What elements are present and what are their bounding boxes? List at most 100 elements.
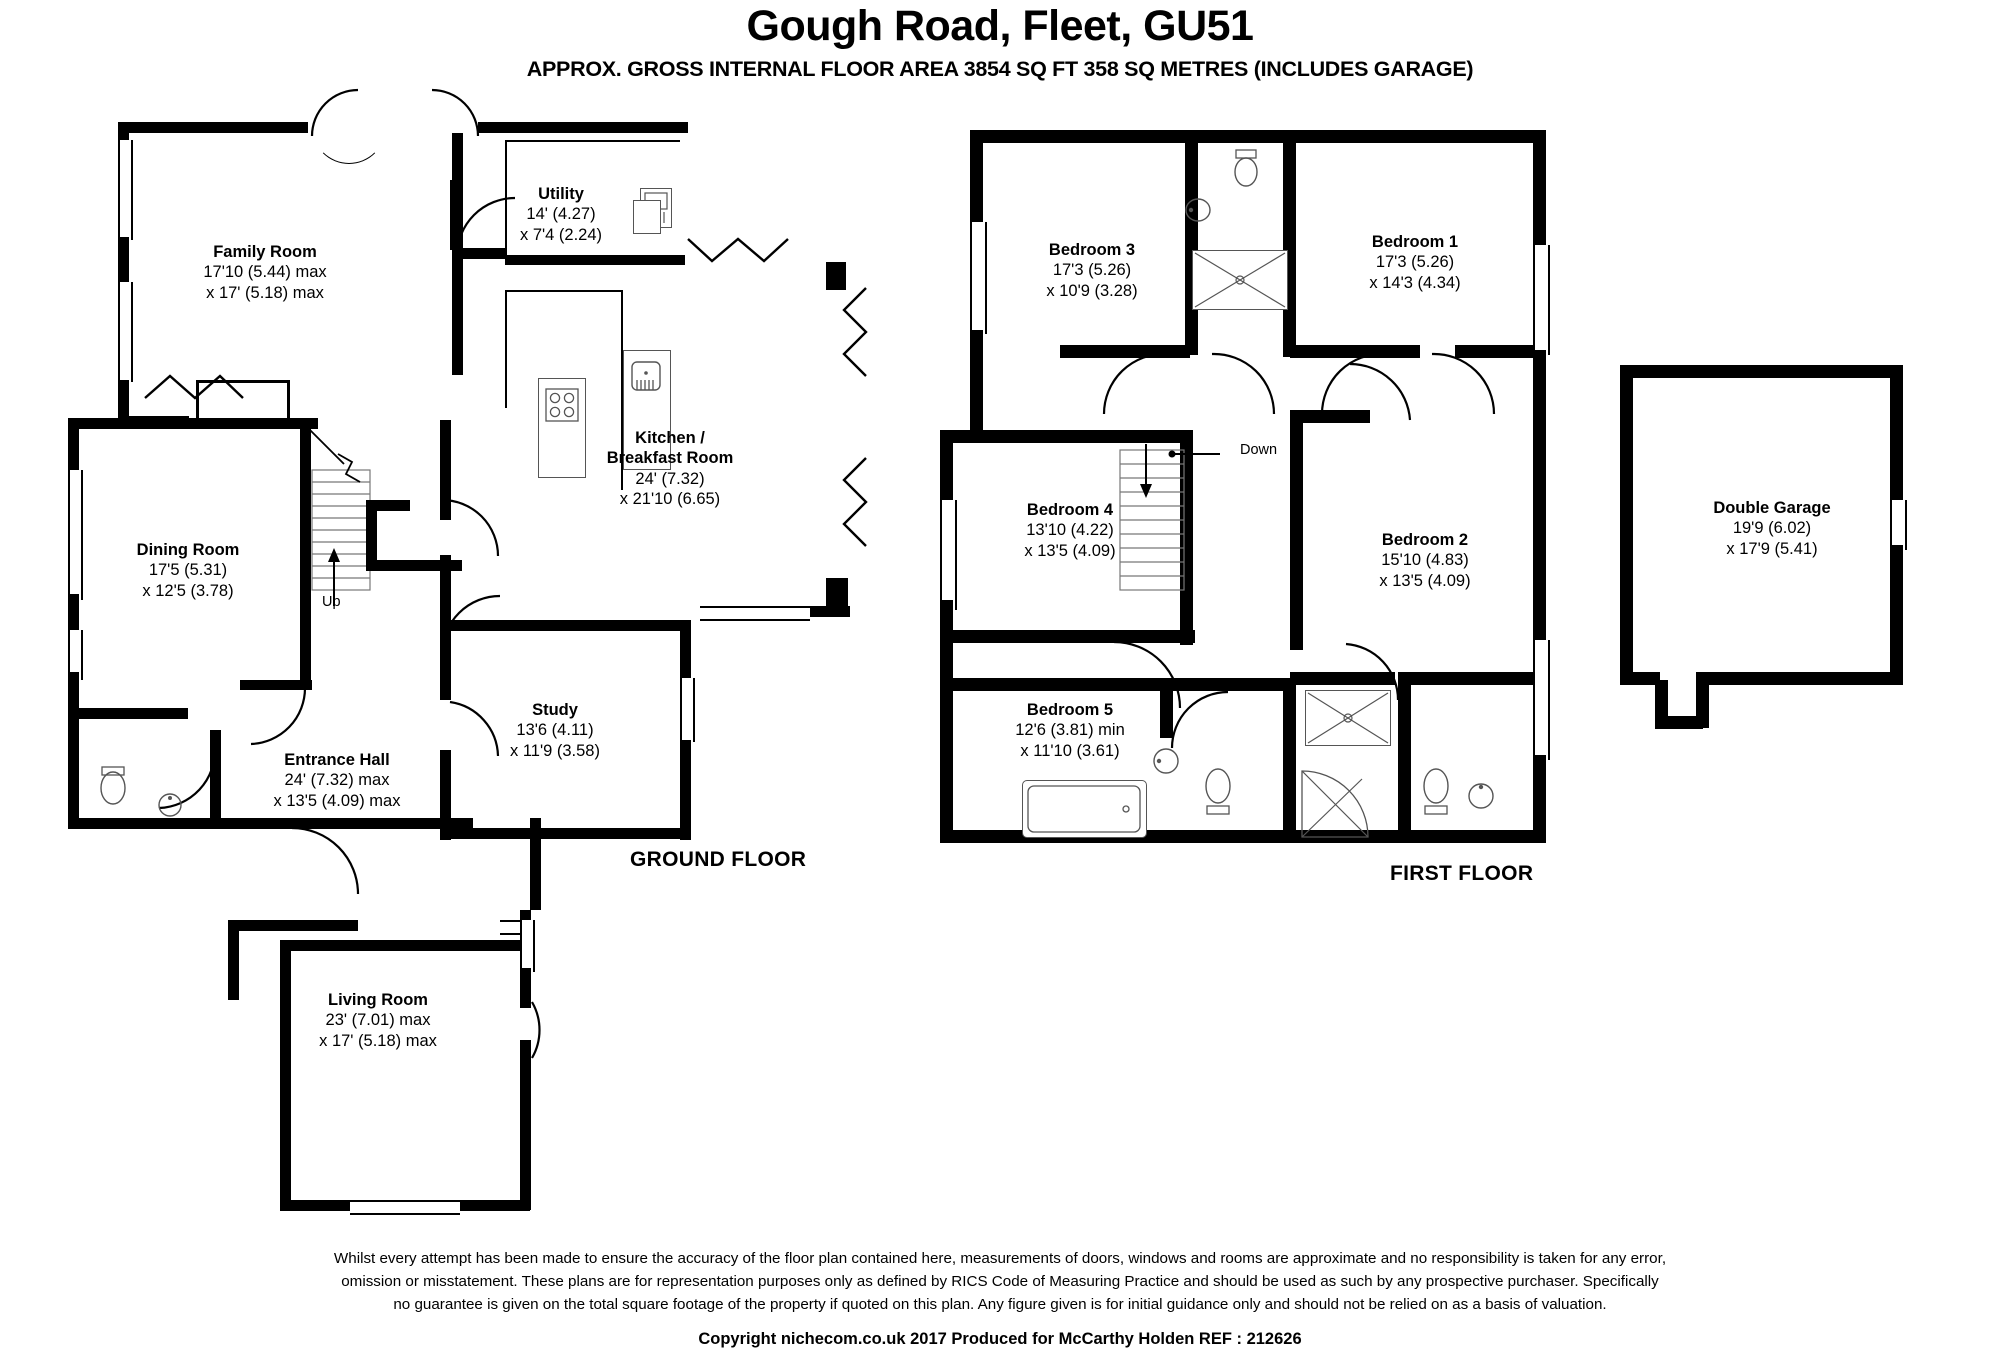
- basin-icon: [1153, 748, 1179, 774]
- room-label-study: Study 13'6 (4.11) x 11'9 (3.58): [510, 701, 600, 760]
- wall: [118, 380, 129, 420]
- wall: [1185, 130, 1545, 143]
- disclaimer-line-1: Whilst every attempt has been made to en…: [333, 1250, 1667, 1267]
- wall: [1290, 672, 1395, 685]
- wall: [520, 968, 531, 1008]
- room-label-bedroom-1: Bedroom 1 17'3 (5.26) x 14'3 (4.34): [1369, 233, 1461, 292]
- wall: [240, 680, 312, 690]
- door-arc: [1345, 642, 1400, 701]
- room-label-bedroom-4: Bedroom 4 13'10 (4.22) x 13'5 (4.09): [1024, 501, 1116, 560]
- door-arc: [312, 90, 386, 164]
- wall: [1890, 545, 1903, 685]
- window: [118, 282, 133, 382]
- wall: [280, 940, 291, 1210]
- bay-window: [842, 287, 868, 377]
- wall: [520, 1040, 531, 1210]
- wall: [505, 290, 623, 293]
- bay-window: [842, 457, 868, 547]
- window: [940, 500, 957, 610]
- door-arc: [449, 700, 500, 757]
- ground-floor-label: GROUND FLOOR: [630, 848, 807, 871]
- window: [118, 140, 133, 240]
- room-label-family-room: Family Room 17'10 (5.44) max x 17' (5.18…: [203, 243, 327, 302]
- bathtub-icon: [1027, 785, 1141, 833]
- wall: [440, 620, 680, 631]
- wall: [1398, 672, 1411, 842]
- room-label-double-garage: Double Garage 19'9 (6.02) x 17'9 (5.41): [1713, 499, 1831, 558]
- wall: [1160, 678, 1173, 738]
- door-arc: [158, 747, 217, 810]
- wall: [1620, 365, 1890, 378]
- wall: [68, 594, 79, 634]
- wall: [1320, 830, 1535, 843]
- door-arc: [250, 687, 307, 746]
- disclaimer: Whilst every attempt has been made to en…: [0, 1248, 2000, 1316]
- wall: [953, 678, 1168, 691]
- door-arc: [1102, 352, 1167, 415]
- room-label-bedroom-3: Bedroom 3 17'3 (5.26) x 10'9 (3.28): [1046, 241, 1138, 300]
- wall: [366, 500, 410, 511]
- disclaimer-line-3: no guarantee is given on the total squar…: [393, 1295, 1607, 1313]
- wall: [1185, 830, 1335, 843]
- wall: [68, 708, 79, 826]
- door-arc: [531, 1001, 541, 1059]
- wall: [680, 740, 691, 840]
- bay-window: [144, 374, 244, 400]
- wall: [478, 122, 688, 133]
- wall: [1620, 672, 1660, 685]
- up-arrow-icon: [328, 548, 340, 606]
- sink-icon: [631, 361, 661, 391]
- window: [700, 606, 810, 621]
- wall: [228, 818, 473, 829]
- wall: [300, 418, 311, 688]
- window: [1533, 640, 1550, 760]
- door-arc: [1113, 640, 1182, 709]
- wall: [228, 920, 358, 931]
- wall: [530, 818, 541, 910]
- window: [1533, 245, 1550, 355]
- disclaimer-line-2: omission or misstatement. These plans ar…: [341, 1272, 1659, 1290]
- wall: [505, 290, 508, 408]
- window: [68, 470, 83, 600]
- wall: [68, 708, 188, 719]
- window: [970, 222, 987, 334]
- wall: [1696, 672, 1709, 728]
- wall: [440, 750, 451, 840]
- wall: [450, 180, 459, 250]
- wall: [440, 620, 451, 700]
- wall: [970, 130, 1190, 143]
- wall: [196, 380, 199, 425]
- stair-break-line: [309, 429, 361, 483]
- room-label-kitchen: Kitchen / Breakfast Room 24' (7.32) x 21…: [606, 429, 734, 509]
- toilet-icon: [100, 766, 126, 805]
- wall: [1620, 365, 1633, 685]
- door-arc: [1170, 690, 1229, 749]
- wall: [196, 380, 288, 383]
- shower-tray-icon: [1307, 692, 1389, 744]
- room-label-entrance-hall: Entrance Hall 24' (7.32) max x 13'5 (4.0…: [273, 751, 401, 810]
- first-floor-label: FIRST FLOOR: [1390, 862, 1534, 885]
- copyright-credit: Copyright nichecom.co.uk 2017 Produced f…: [698, 1330, 1302, 1348]
- door-arc: [310, 88, 480, 137]
- wall: [455, 248, 507, 259]
- wall: [440, 555, 451, 625]
- wall: [68, 418, 318, 429]
- stair-pointer: [1168, 450, 1220, 458]
- wall: [1160, 678, 1290, 691]
- wall: [1290, 345, 1420, 358]
- bay-window: [687, 237, 789, 263]
- basin-icon: [1468, 783, 1494, 809]
- wall: [680, 620, 691, 680]
- page-subtitle: APPROX. GROSS INTERNAL FLOOR AREA 3854 S…: [526, 57, 1474, 81]
- wall: [1410, 672, 1535, 685]
- stairs-up-label: Up: [322, 594, 341, 610]
- wall: [1655, 716, 1703, 729]
- door-arc: [1349, 362, 1412, 421]
- door-arc: [291, 826, 360, 895]
- wall: [1890, 365, 1903, 505]
- wall: [1290, 410, 1370, 423]
- wall: [452, 255, 463, 375]
- wall: [505, 140, 680, 143]
- room-label-bedroom-2: Bedroom 2 15'10 (4.83) x 13'5 (4.09): [1379, 531, 1471, 590]
